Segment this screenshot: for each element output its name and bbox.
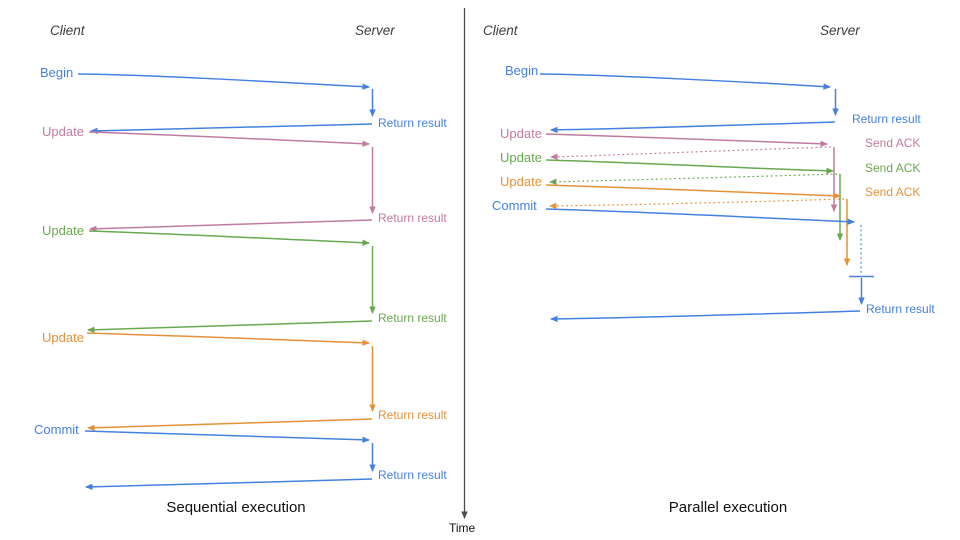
par-update2-ack-label: Send ACK (865, 161, 921, 175)
seq-begin-response-label: Return result (378, 116, 447, 130)
seq-begin-roundtrip (77, 73, 376, 135)
seq-commit-request-line (84, 430, 370, 444)
par-update2-ack-line (549, 173, 838, 186)
seq-update1-roundtrip (88, 131, 376, 232)
seq-update1-label: Update (42, 124, 84, 139)
par-update1-ack-line (550, 146, 832, 161)
seq-begin-label: Begin (40, 65, 74, 80)
time-axis-label: Time (449, 521, 476, 535)
seq-update2-response-line (87, 320, 373, 333)
par-commit-label: Commit (492, 198, 537, 213)
seq-commit-label: Commit (34, 422, 79, 437)
par-update1-ack-label: Send ACK (865, 136, 921, 150)
par-update3-request-line (545, 184, 841, 200)
par-begin-response-label: Return result (852, 112, 921, 126)
par-update1-label: Update (500, 126, 542, 141)
seq-update1-request-line (88, 131, 370, 147)
seq-update1-response-label: Return result (378, 211, 447, 225)
seq-update2-label: Update (42, 223, 84, 238)
par-update2-label: Update (500, 150, 542, 165)
left-client-header: Client (50, 23, 85, 38)
par-begin-response-line (550, 121, 836, 134)
par-update1-request-line (545, 133, 828, 148)
par-begin-label: Begin (505, 63, 539, 78)
par-update2-request-line (545, 159, 834, 175)
seq-commit-roundtrip (84, 430, 376, 490)
par-commit-response-label: Return result (866, 302, 935, 316)
left-server-header: Server (355, 23, 395, 38)
par-update1-exchange (545, 133, 838, 212)
seq-update2-request-line (88, 230, 370, 246)
right-client-header: Client (483, 23, 518, 38)
seq-commit-response-line (85, 478, 373, 490)
right-panel-title: Parallel execution (668, 499, 788, 516)
par-begin-request-line (539, 73, 831, 90)
par-commit-response-line (550, 310, 861, 323)
par-update3-ack-label: Send ACK (865, 185, 921, 199)
par-update3-label: Update (500, 174, 542, 189)
seq-update3-roundtrip (86, 332, 376, 431)
left-panel-title: Sequential execution (166, 499, 306, 516)
seq-update1-response-line (89, 219, 373, 232)
seq-update2-response-label: Return result (378, 311, 447, 325)
par-commit-roundtrip (545, 208, 874, 323)
seq-update3-response-label: Return result (378, 408, 447, 422)
seq-update2-roundtrip (87, 230, 376, 333)
seq-begin-request-line (77, 73, 370, 90)
seq-begin-response-line (90, 123, 373, 135)
par-begin-roundtrip (539, 73, 839, 134)
par-update3-exchange (545, 184, 851, 266)
seq-update3-response-line (87, 418, 373, 431)
par-update3-ack-line (549, 198, 845, 210)
seq-update3-request-line (86, 332, 370, 346)
right-server-header: Server (820, 23, 860, 38)
seq-commit-response-label: Return result (378, 468, 447, 482)
par-commit-request-line (545, 208, 855, 225)
par-update2-exchange (545, 159, 844, 241)
seq-update3-label: Update (42, 330, 84, 345)
